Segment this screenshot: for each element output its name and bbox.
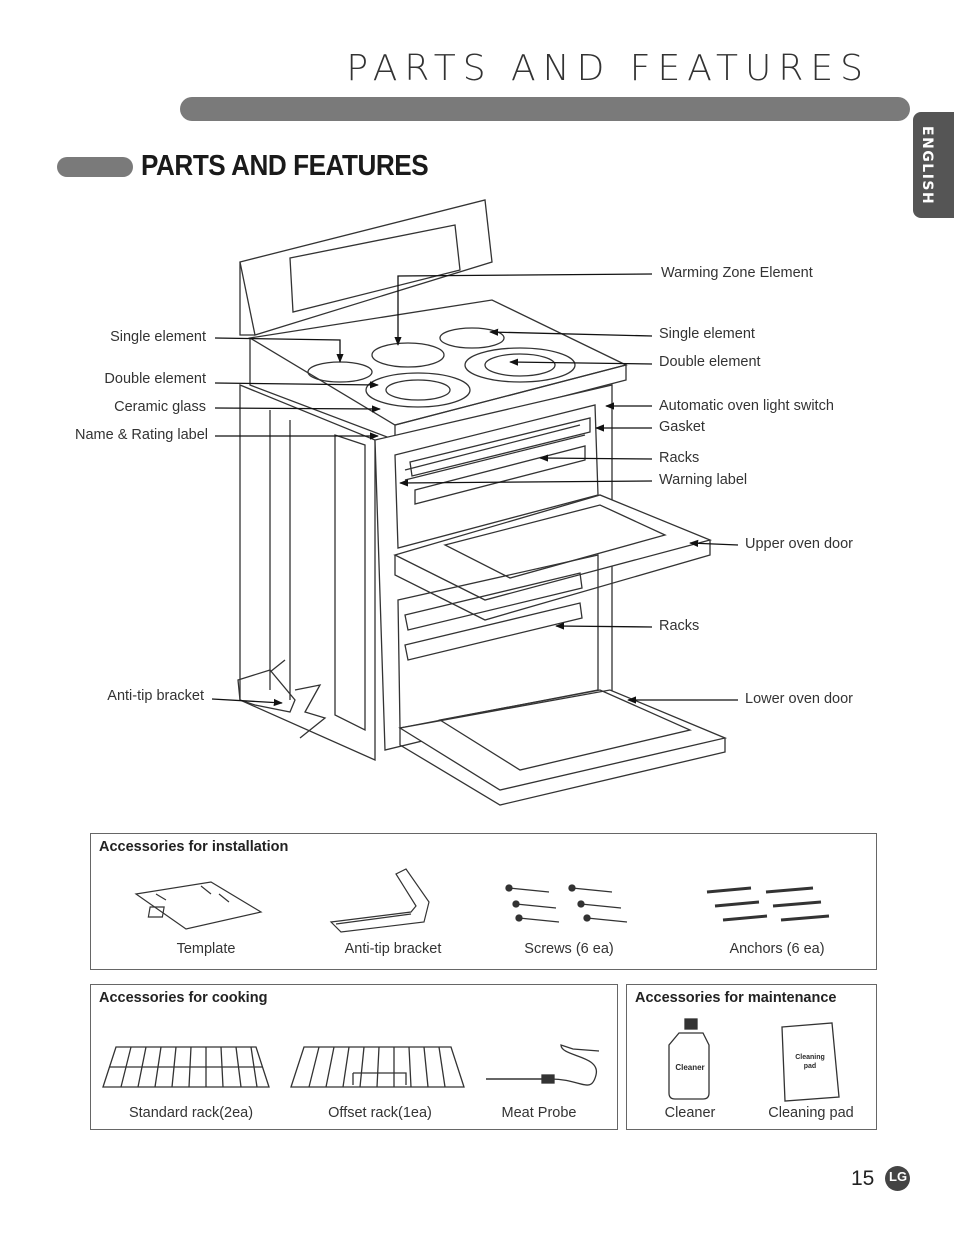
standard-rack-illustration bbox=[102, 1046, 270, 1088]
meat-probe-illustration bbox=[486, 1044, 600, 1086]
label-gasket: Gasket bbox=[659, 419, 705, 435]
anti-tip-bracket-illustration bbox=[329, 868, 430, 933]
label-racks-lower: Racks bbox=[659, 618, 700, 634]
caption-anti-tip-bracket: Anti-tip bracket bbox=[344, 941, 442, 957]
cleaning-pad-text: Cleaning pad bbox=[795, 1054, 825, 1070]
maintenance-accessories-title: Accessories for maintenance bbox=[635, 990, 837, 1006]
page-header-title: PARTS AND FEATURES bbox=[346, 48, 870, 89]
installation-accessories-box: Accessories for installation Templat bbox=[90, 833, 877, 970]
label-anti-tip-bracket: Anti-tip bracket bbox=[107, 688, 204, 704]
cleaner-bottle-text: Cleaner bbox=[675, 1063, 705, 1072]
label-warming-zone: Warming Zone Element bbox=[661, 265, 813, 281]
label-double-element-right: Double element bbox=[659, 354, 761, 370]
installation-illustrations bbox=[134, 868, 830, 933]
label-lower-oven-door: Lower oven door bbox=[745, 691, 854, 707]
caption-cleaner: Cleaner bbox=[664, 1105, 716, 1121]
lg-logo-icon: LG bbox=[885, 1166, 910, 1191]
label-single-element-right: Single element bbox=[659, 326, 755, 342]
maintenance-illustrations bbox=[668, 1018, 840, 1102]
label-racks-upper: Racks bbox=[659, 450, 700, 466]
cooking-illustrations bbox=[102, 1044, 600, 1088]
lg-logo-text: LG bbox=[889, 1169, 908, 1184]
caption-anchors: Anchors (6 ea) bbox=[729, 941, 825, 957]
caption-screws: Screws (6 ea) bbox=[524, 941, 614, 957]
anchors-illustration bbox=[706, 886, 830, 922]
caption-standard-rack: Standard rack(2ea) bbox=[128, 1105, 254, 1121]
cleaning-pad-illustration bbox=[781, 1022, 840, 1102]
maintenance-accessories-box: Accessories for maintenance Cleaner Clea… bbox=[626, 984, 877, 1130]
label-oven-light-switch: Automatic oven light switch bbox=[659, 398, 834, 414]
screws-illustration bbox=[505, 884, 628, 923]
caption-offset-rack: Offset rack(1ea) bbox=[328, 1105, 432, 1121]
section-pill-decoration bbox=[57, 157, 133, 177]
range-drawing bbox=[237, 199, 728, 806]
label-double-element-left: Double element bbox=[104, 371, 206, 387]
language-tab: ENGLISH bbox=[913, 112, 954, 218]
offset-rack-illustration bbox=[290, 1046, 465, 1088]
cleaner-bottle-illustration bbox=[668, 1018, 710, 1100]
caption-meat-probe: Meat Probe bbox=[501, 1105, 577, 1121]
label-name-rating: Name & Rating label bbox=[75, 427, 208, 443]
label-upper-oven-door: Upper oven door bbox=[745, 536, 854, 552]
label-warning: Warning label bbox=[659, 472, 748, 488]
installation-accessories-title: Accessories for installation bbox=[99, 839, 289, 855]
caption-cleaning-pad: Cleaning pad bbox=[768, 1105, 854, 1121]
language-tab-label: ENGLISH bbox=[919, 126, 935, 206]
cooking-accessories-box: Accessories for cooking Standard rack(2e… bbox=[90, 984, 618, 1130]
caption-template: Template bbox=[176, 941, 236, 957]
header-bar bbox=[180, 97, 910, 121]
label-single-element-left: Single element bbox=[110, 329, 206, 345]
section-title: PARTS AND FEATURES bbox=[141, 150, 429, 182]
range-diagram bbox=[211, 199, 739, 806]
template-illustration bbox=[134, 881, 263, 930]
cooking-accessories-title: Accessories for cooking bbox=[99, 990, 268, 1006]
label-ceramic-glass: Ceramic glass bbox=[114, 399, 206, 415]
leader-lines bbox=[211, 273, 739, 707]
page-number: 15 bbox=[851, 1167, 875, 1190]
